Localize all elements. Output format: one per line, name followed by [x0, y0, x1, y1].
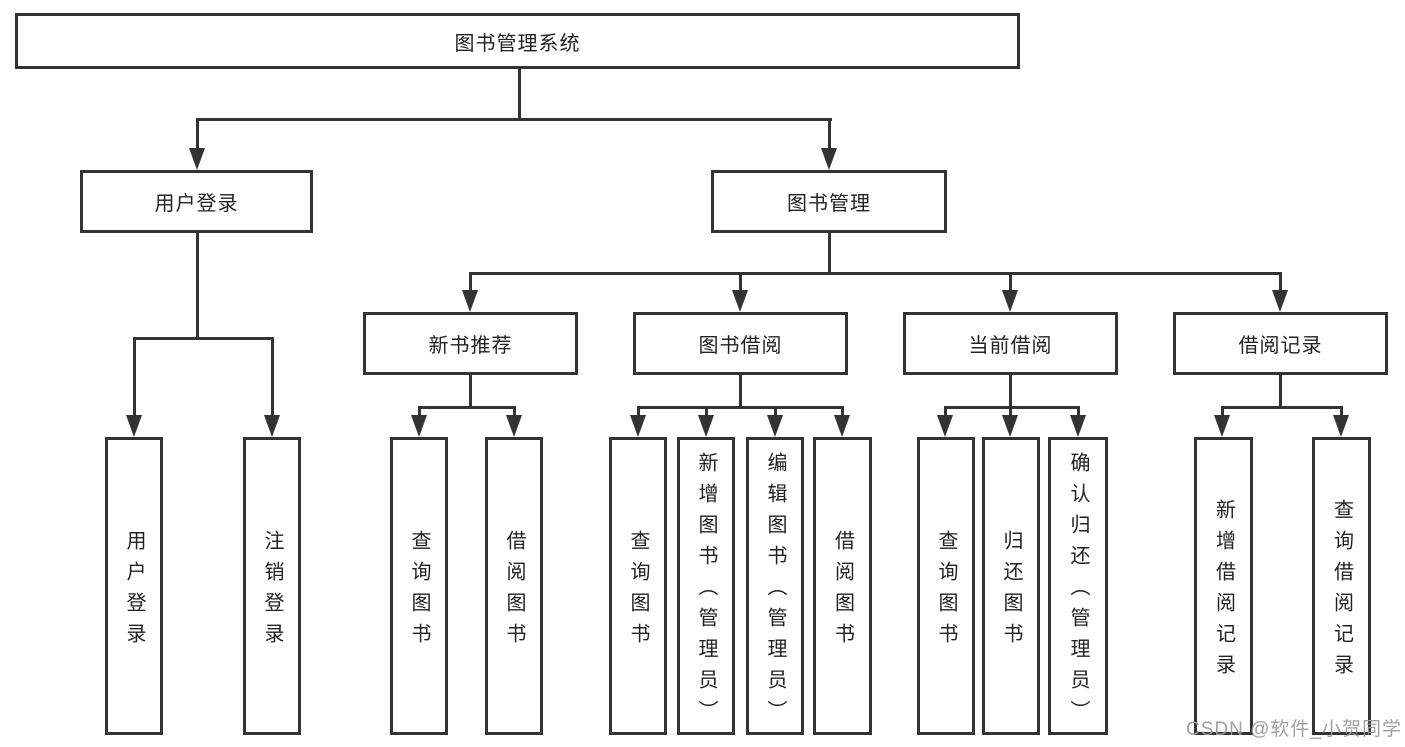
leaf-bb-edit-books-admin-label: 编辑图书（管理员）: [764, 452, 786, 731]
leaf-bb-edit-books-admin: 编辑图书（管理员）: [746, 437, 804, 735]
connector-drop-borrow-records: [1279, 272, 1282, 292]
leaf-cb-return-books: 归还图书: [982, 437, 1040, 735]
arrowhead-borrow-records: [1272, 290, 1288, 312]
connector-new-books-stem: [469, 375, 472, 409]
connector-borrow-records-bus: [1221, 406, 1343, 409]
arrowhead-current-borrow: [1002, 290, 1018, 312]
leaf-bb-query-books-label: 查询图书: [627, 529, 649, 654]
leaf-user-login-label: 用户登录: [123, 529, 145, 654]
connector-drop-bb-query: [637, 406, 640, 418]
leaf-br-query-record: 查询借阅记录: [1312, 437, 1371, 735]
leaf-bb-query-books: 查询图书: [609, 437, 667, 735]
connector-user-login-bus: [133, 337, 274, 340]
node-root-label: 图书管理系统: [454, 32, 581, 55]
arrowhead-book-management: [821, 148, 837, 170]
connector-current-borrow-bus: [944, 406, 1080, 409]
arrowhead-logout: [264, 415, 280, 437]
node-current-borrow: 当前借阅: [903, 312, 1118, 375]
connector-drop-cb-confirm: [1077, 406, 1080, 418]
leaf-bb-borrow-books-label: 借阅图书: [831, 529, 854, 654]
connector-drop-book-borrow: [739, 272, 742, 292]
arrowhead-new-books: [462, 290, 478, 312]
connector-drop-login: [133, 337, 136, 415]
node-borrow-records: 借阅记录: [1173, 312, 1388, 375]
leaf-br-add-record-label: 新增借阅记录: [1212, 498, 1235, 685]
connector-drop-br-query: [1340, 406, 1343, 418]
leaf-bb-borrow-books: 借阅图书: [813, 437, 872, 735]
connector-root-stem: [518, 69, 521, 118]
arrowhead-bb-borrow: [834, 415, 850, 437]
arrowhead-nb-query: [411, 415, 427, 437]
leaf-cb-query-books: 查询图书: [917, 437, 975, 735]
connector-new-books-bus: [418, 406, 516, 409]
leaf-nb-query-books: 查询图书: [390, 437, 448, 735]
connector-drop-br-add: [1221, 406, 1224, 418]
leaf-logout: 注销登录: [243, 437, 301, 735]
leaf-bb-add-books-admin: 新增图书（管理员）: [677, 437, 735, 735]
connector-drop-nb-borrow: [513, 406, 516, 418]
arrowhead-cb-return: [1002, 415, 1018, 437]
connector-drop-book-management: [828, 118, 831, 152]
leaf-cb-confirm-return-admin-label: 确认归还（管理员）: [1067, 452, 1089, 731]
node-current-borrow-label: 当前借阅: [968, 335, 1053, 357]
connector-drop-logout: [271, 337, 274, 415]
arrowhead-book-borrow: [732, 290, 748, 312]
connector-user-login-stem: [196, 233, 199, 340]
leaf-cb-query-books-label: 查询图书: [935, 529, 957, 654]
node-new-book-recommend: 新书推荐: [363, 312, 578, 375]
connector-level3-bus: [469, 272, 1282, 275]
connector-book-borrow-stem: [739, 375, 742, 409]
arrowhead-br-query: [1333, 415, 1349, 437]
connector-drop-new-books: [469, 272, 472, 292]
node-root: 图书管理系统: [15, 13, 1020, 69]
node-borrow-records-label: 借阅记录: [1238, 335, 1323, 357]
leaf-nb-borrow-books: 借阅图书: [485, 437, 543, 735]
arrowhead-bb-edit: [767, 415, 783, 437]
node-new-book-recommend-label: 新书推荐: [428, 335, 513, 357]
arrowhead-user-login: [189, 148, 205, 170]
connector-drop-user-login: [196, 118, 199, 152]
leaf-logout-label: 注销登录: [261, 529, 283, 654]
leaf-cb-return-books-label: 归还图书: [1000, 529, 1022, 654]
node-book-borrow-label: 图书借阅: [698, 335, 783, 357]
leaf-nb-query-books-label: 查询图书: [408, 529, 430, 654]
connector-drop-cb-return: [1009, 406, 1012, 418]
arrowhead-login: [126, 415, 142, 437]
arrowhead-nb-borrow: [506, 415, 522, 437]
leaf-bb-add-books-admin-label: 新增图书（管理员）: [695, 452, 717, 731]
leaf-br-add-record: 新增借阅记录: [1194, 437, 1253, 735]
arrowhead-bb-query: [630, 415, 646, 437]
arrowhead-bb-add: [698, 415, 714, 437]
arrowhead-cb-confirm: [1070, 415, 1086, 437]
node-book-management-label: 图书管理: [787, 193, 871, 215]
leaf-nb-borrow-books-label: 借阅图书: [503, 529, 525, 654]
connector-root-bus: [196, 118, 832, 121]
connector-borrow-records-stem: [1279, 375, 1282, 409]
connector-drop-bb-borrow: [841, 406, 844, 418]
connector-book-management-stem: [828, 233, 831, 275]
connector-book-borrow-bus: [637, 406, 844, 409]
connector-drop-current-borrow: [1009, 272, 1012, 292]
node-book-borrow: 图书借阅: [633, 312, 848, 375]
arrowhead-br-add: [1214, 415, 1230, 437]
leaf-cb-confirm-return-admin: 确认归还（管理员）: [1048, 437, 1108, 735]
connector-drop-bb-add: [705, 406, 708, 418]
leaf-user-login: 用户登录: [105, 437, 163, 735]
node-user-login: 用户登录: [80, 170, 313, 233]
node-user-login-label: 用户登录: [154, 193, 239, 215]
leaf-br-query-record-label: 查询借阅记录: [1330, 498, 1353, 685]
node-book-management: 图书管理: [711, 170, 947, 233]
connector-drop-cb-query: [944, 406, 947, 418]
connector-drop-nb-query: [418, 406, 421, 418]
arrowhead-cb-query: [937, 415, 953, 437]
connector-drop-bb-edit: [774, 406, 777, 418]
csdn-watermark: CSDN @软件_小贺同学: [1186, 719, 1402, 740]
connector-current-borrow-stem: [1009, 375, 1012, 409]
